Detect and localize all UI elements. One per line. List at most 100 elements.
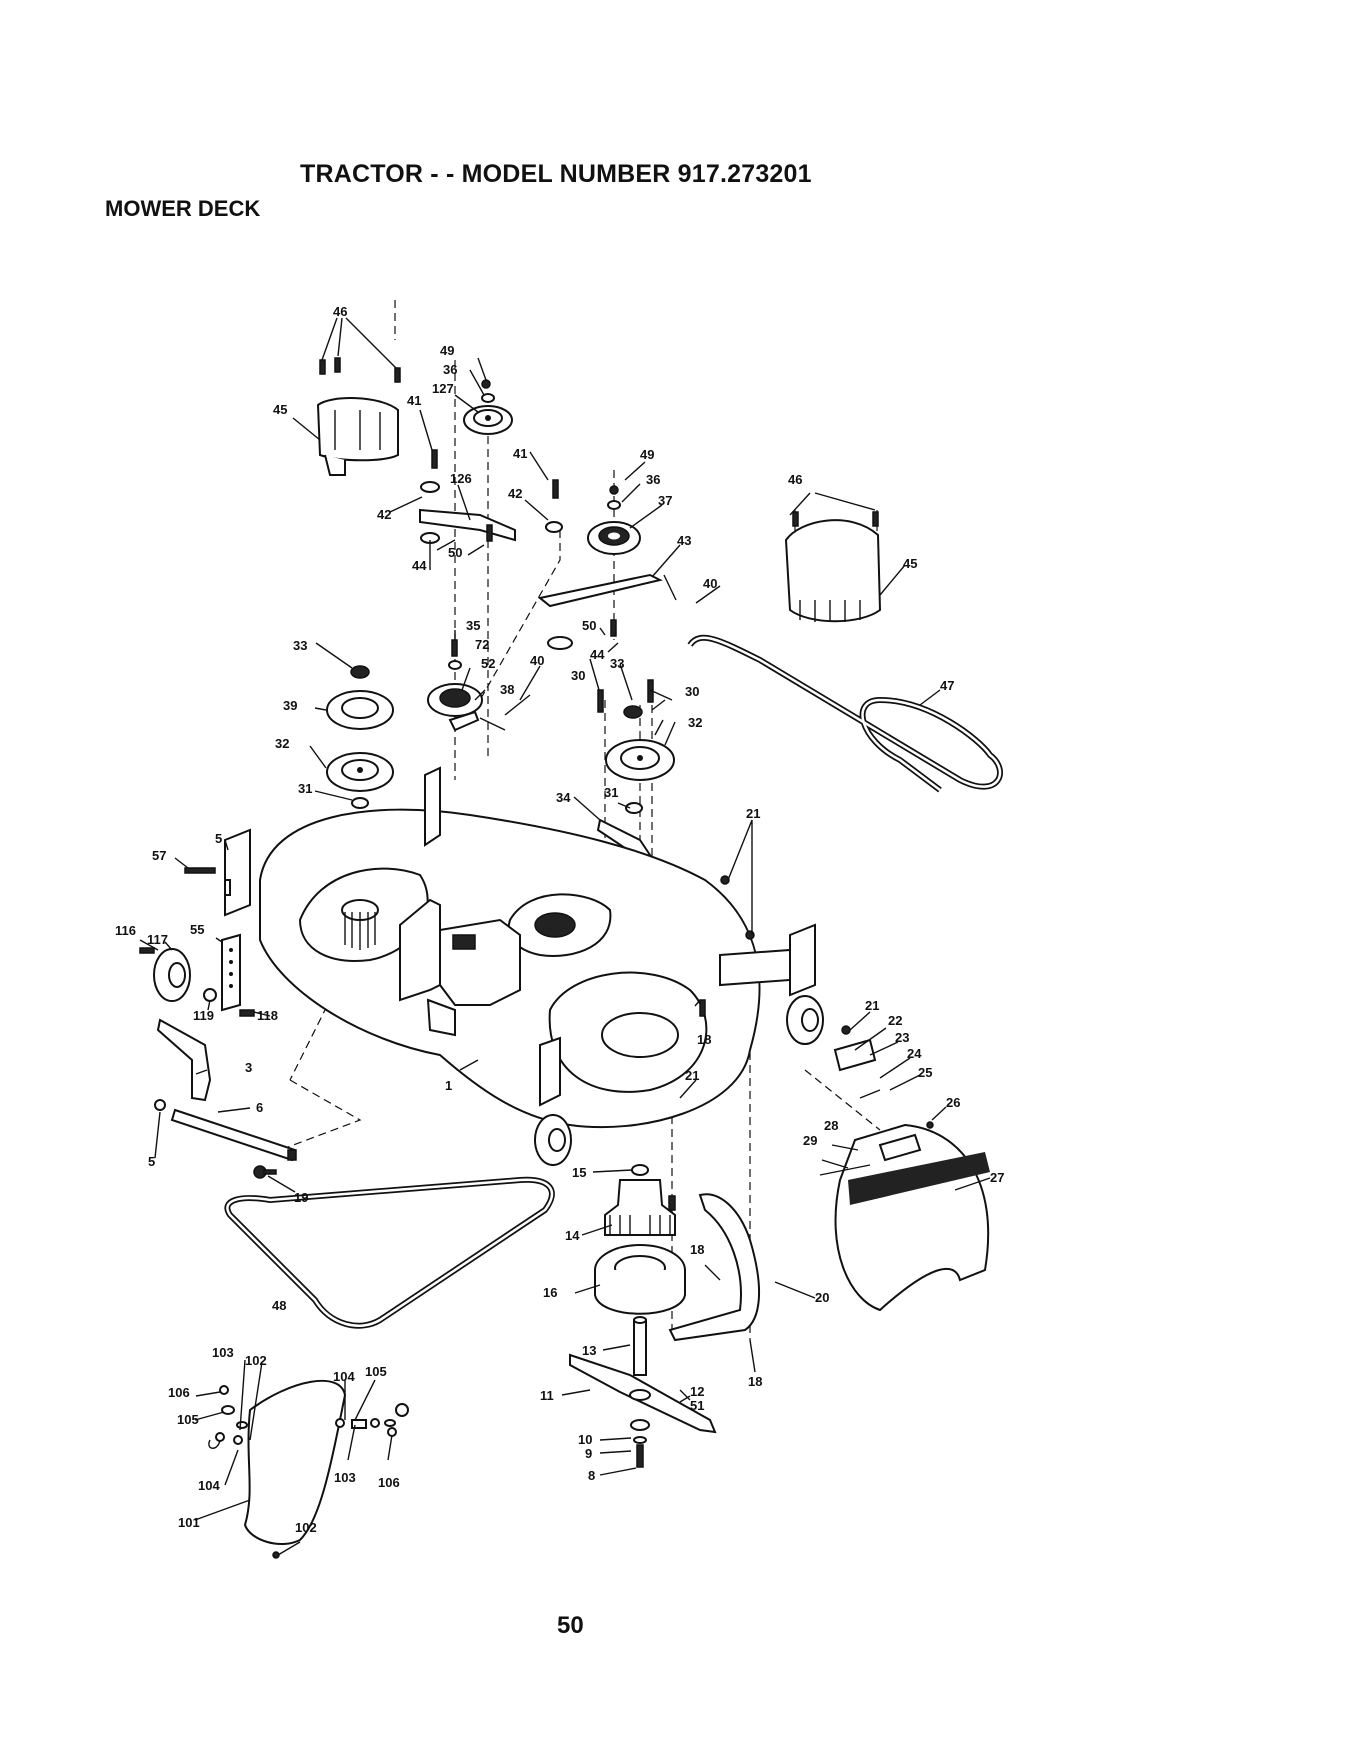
pulley-stack-left bbox=[326, 665, 394, 809]
callout-31: 31 bbox=[604, 785, 618, 800]
callout-44: 44 bbox=[412, 558, 427, 573]
callout-105: 105 bbox=[365, 1364, 387, 1379]
callout-27: 27 bbox=[990, 1170, 1004, 1185]
callout-104: 104 bbox=[333, 1369, 355, 1384]
callout-15: 15 bbox=[572, 1165, 586, 1180]
discharge-chute-27 bbox=[819, 1123, 990, 1312]
callout-40: 40 bbox=[530, 653, 544, 668]
spindle-shaft-13 bbox=[633, 1316, 647, 1376]
callout-1: 1 bbox=[445, 1078, 452, 1093]
callout-24: 24 bbox=[907, 1046, 922, 1061]
callout-21: 21 bbox=[685, 1068, 699, 1083]
callout-18: 18 bbox=[697, 1032, 711, 1047]
callout-5: 5 bbox=[215, 831, 222, 846]
hanger-bracket-3 bbox=[156, 1018, 212, 1102]
callout-119: 119 bbox=[193, 1008, 214, 1023]
belt-cover-left bbox=[316, 397, 399, 476]
callout-26: 26 bbox=[946, 1095, 960, 1110]
callout-49: 49 bbox=[640, 447, 654, 462]
pulley-127 bbox=[463, 405, 513, 435]
callout-42: 42 bbox=[377, 507, 391, 522]
callout-49: 49 bbox=[440, 343, 454, 358]
callout-105: 105 bbox=[177, 1412, 199, 1427]
callout-57: 57 bbox=[152, 848, 166, 863]
callout-43: 43 bbox=[677, 533, 691, 548]
callout-52: 52 bbox=[481, 656, 495, 671]
callout-126: 126 bbox=[450, 471, 472, 486]
callout-23: 23 bbox=[895, 1030, 909, 1045]
belt-48 bbox=[224, 1176, 555, 1329]
callout-45: 45 bbox=[273, 402, 287, 417]
callout-46: 46 bbox=[333, 304, 347, 319]
idler-arm-43 bbox=[537, 479, 663, 650]
callout-33: 33 bbox=[293, 638, 307, 653]
callout-29: 29 bbox=[803, 1133, 817, 1148]
hardware-103-106-right bbox=[335, 1403, 409, 1437]
hardware-102-106-left bbox=[208, 1385, 248, 1449]
deck-bracket-right bbox=[539, 923, 816, 1107]
callout-11: 11 bbox=[540, 1388, 554, 1403]
callout-18: 18 bbox=[690, 1242, 704, 1257]
callout-35: 35 bbox=[466, 618, 480, 633]
callout-21: 21 bbox=[746, 806, 760, 821]
bolt-19 bbox=[253, 1165, 277, 1179]
callout-41: 41 bbox=[513, 446, 527, 461]
callout-31: 31 bbox=[298, 781, 312, 796]
callout-102: 102 bbox=[245, 1353, 267, 1368]
baffle-20 bbox=[668, 1193, 760, 1342]
callout-18: 18 bbox=[748, 1374, 762, 1389]
callout-9: 9 bbox=[585, 1446, 592, 1461]
pulley-37 bbox=[587, 485, 641, 555]
mower-deck-1 bbox=[259, 808, 761, 1129]
deck-bracket-left bbox=[224, 766, 441, 917]
callout-103: 103 bbox=[212, 1345, 234, 1360]
gauge-wheel-front-left bbox=[153, 948, 191, 1002]
callout-28: 28 bbox=[824, 1118, 838, 1133]
callout-13: 13 bbox=[582, 1343, 596, 1358]
callout-21: 21 bbox=[865, 998, 879, 1013]
spring-40-lower bbox=[504, 694, 531, 716]
callout-3: 3 bbox=[245, 1060, 252, 1075]
callout-46: 46 bbox=[788, 472, 802, 487]
callout-48: 48 bbox=[272, 1298, 286, 1313]
callout-116: 116 bbox=[115, 923, 136, 938]
pulley-52 bbox=[427, 639, 483, 717]
bolts-46-left bbox=[319, 357, 401, 383]
callout-5: 5 bbox=[148, 1154, 155, 1169]
callout-47: 47 bbox=[940, 678, 954, 693]
callout-34: 34 bbox=[556, 790, 571, 805]
callout-40: 40 bbox=[703, 576, 717, 591]
callout-32: 32 bbox=[688, 715, 702, 730]
blade-11 bbox=[569, 1353, 717, 1434]
callout-12: 12 bbox=[690, 1384, 704, 1399]
callout-127: 127 bbox=[432, 381, 454, 396]
leader-lines bbox=[139, 317, 991, 1556]
pulley-stack-right bbox=[597, 679, 675, 814]
page-title: TRACTOR - - MODEL NUMBER 917.273201 bbox=[300, 160, 812, 188]
callout-45: 45 bbox=[903, 556, 917, 571]
front-link-6 bbox=[154, 1099, 297, 1162]
callout-41: 41 bbox=[407, 393, 421, 408]
callout-8: 8 bbox=[588, 1468, 595, 1483]
spindle-housing-14 bbox=[604, 1164, 676, 1236]
callout-32: 32 bbox=[275, 736, 289, 751]
bolt-57 bbox=[184, 867, 216, 874]
blade-hardware-8-9-10 bbox=[630, 1419, 650, 1468]
callout-25: 25 bbox=[918, 1065, 932, 1080]
callout-19: 19 bbox=[294, 1190, 308, 1205]
callout-36: 36 bbox=[646, 472, 660, 487]
callout-33: 33 bbox=[610, 656, 624, 671]
callout-55: 55 bbox=[190, 922, 204, 937]
callout-42: 42 bbox=[508, 486, 522, 501]
spacer-16 bbox=[594, 1244, 686, 1315]
callout-72: 72 bbox=[475, 637, 489, 652]
callout-106: 106 bbox=[378, 1475, 400, 1490]
callout-14: 14 bbox=[565, 1228, 580, 1243]
callout-20: 20 bbox=[815, 1290, 829, 1305]
callout-101: 101 bbox=[178, 1515, 200, 1530]
washer-36-nut-49-top bbox=[481, 379, 495, 403]
callout-22: 22 bbox=[888, 1013, 902, 1028]
callout-50: 50 bbox=[582, 618, 596, 633]
belt-47 bbox=[687, 634, 1003, 793]
